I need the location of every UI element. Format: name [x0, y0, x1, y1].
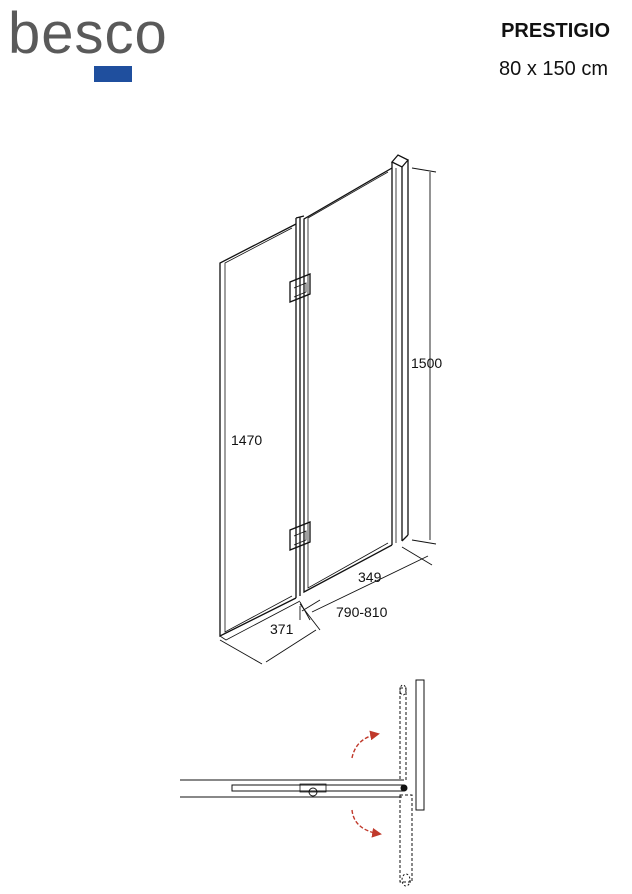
wall — [415, 679, 425, 811]
dim-right-panel: 349 — [358, 569, 382, 585]
hinge-profile — [295, 215, 305, 598]
bath-edge — [180, 779, 402, 798]
product-model: PRESTIGIO — [501, 20, 610, 42]
hinge-bottom — [289, 521, 311, 551]
rotation-arrow-icon — [351, 730, 382, 838]
left-panel — [219, 223, 297, 638]
brand-logo: besco — [8, 2, 218, 86]
dimension-labels: 1470 1500 349 790-810 371 — [231, 355, 442, 637]
wall-profile — [390, 154, 410, 168]
rotation-arrow-down-icon — [351, 809, 382, 838]
product-size: 80 x 150 cm — [499, 58, 608, 80]
open-panel-down — [399, 794, 413, 883]
dim-install-range: 790-810 — [336, 604, 388, 620]
dim-left-panel: 371 — [270, 621, 294, 637]
dim-total-height: 1500 — [411, 355, 442, 371]
logo-text: besco — [8, 1, 168, 66]
closed-panel — [231, 784, 405, 792]
rotation-arrow-up-icon — [351, 730, 380, 759]
dim-panel-height: 1470 — [231, 432, 262, 448]
screen-elevation — [219, 154, 410, 641]
right-panel — [303, 167, 393, 594]
logo-bar — [94, 66, 132, 82]
dimension-lines — [219, 167, 437, 665]
open-panel-up — [399, 687, 407, 781]
hinge-top — [289, 273, 311, 303]
screen-plan-view — [180, 679, 425, 887]
